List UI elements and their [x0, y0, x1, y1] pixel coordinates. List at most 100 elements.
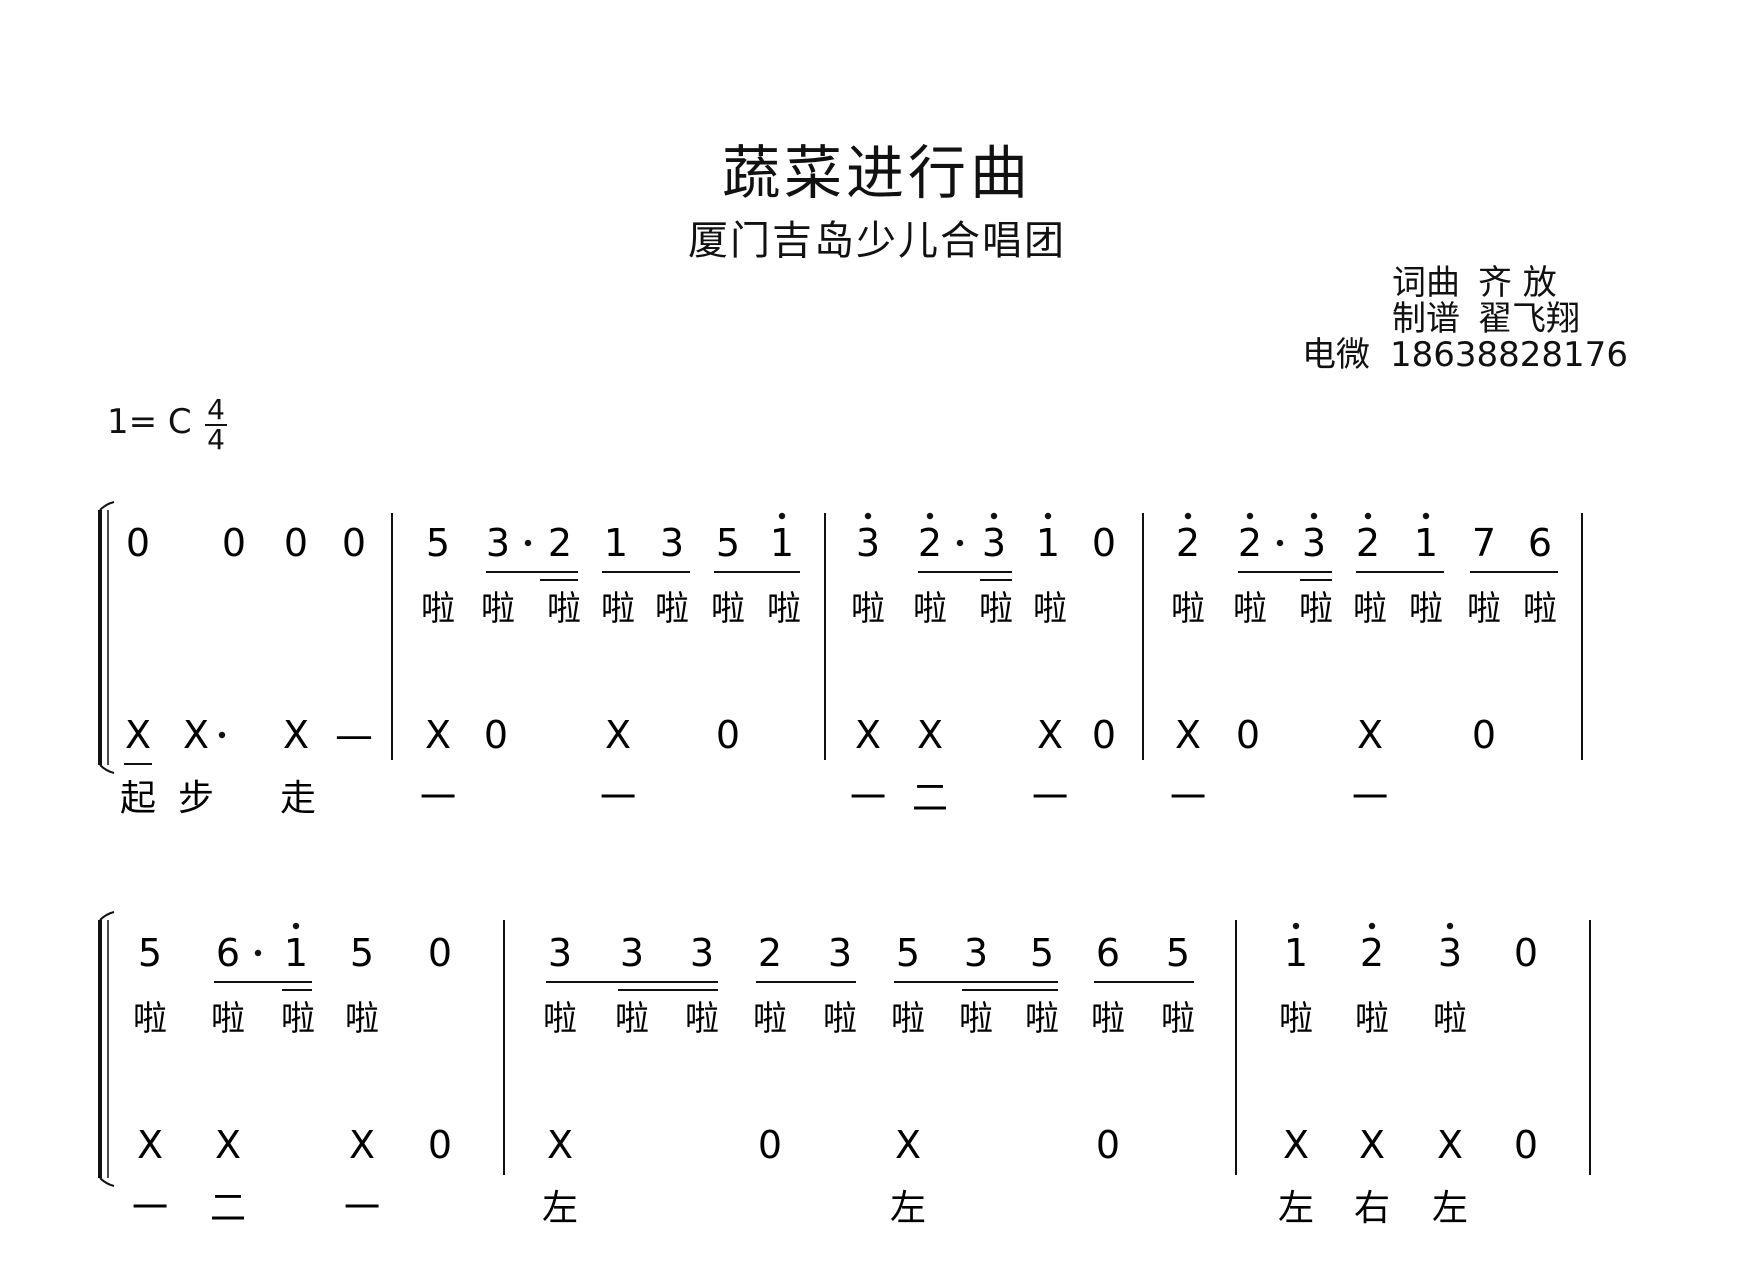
system-1-augmentation-dot — [956, 539, 964, 547]
system-2-lyric: 啦 — [685, 999, 719, 1039]
system-1-lyric: 啦 — [655, 589, 689, 629]
system-2-lyric: 啦 — [753, 999, 787, 1039]
system-1-rhythm-beat: X — [1175, 713, 1201, 757]
system-2-step-word: 右 — [1354, 1188, 1390, 1229]
system-1-melody-note: 3 — [1302, 521, 1326, 565]
system-1-lyric: 啦 — [481, 589, 515, 629]
system-2-lyric: 啦 — [1161, 999, 1195, 1039]
system-1-melody-note: 6 — [1528, 521, 1552, 565]
system-2-melody-note: 5 — [350, 931, 374, 975]
system-2-step-word: 二 — [210, 1188, 246, 1229]
time-signature-bottom: 4 — [207, 423, 225, 456]
system-1-melody-note: 1 — [770, 521, 794, 565]
system-2-melody-note: 5 — [896, 931, 920, 975]
system-1-lyric: 啦 — [1233, 589, 1267, 629]
system-2-rhythm-beat: 0 — [758, 1123, 782, 1167]
system-2-lyric: 啦 — [133, 999, 167, 1039]
credit-composer-label: 词曲 — [1392, 263, 1460, 303]
system-2-step-word: 左 — [1432, 1188, 1468, 1229]
system-2-rhythm-beat: X — [895, 1123, 921, 1167]
system-2-lyric: 啦 — [1091, 999, 1125, 1039]
system-2-lyric: 啦 — [891, 999, 925, 1039]
system-1-augmentation-dot — [524, 539, 532, 547]
system-2-rhythm-beat: X — [1359, 1123, 1385, 1167]
system-2-lyric: 啦 — [615, 999, 649, 1039]
system-1-step-word: 走 — [280, 778, 316, 819]
system-2-lyric: 啦 — [1433, 999, 1467, 1039]
system-2-melody-note: 1 — [284, 931, 308, 975]
system-1-step-word: 一 — [850, 778, 886, 819]
system-2-melody-note: 3 — [828, 931, 852, 975]
system-1-step-word: 一 — [1170, 778, 1206, 819]
system-2-step-word: 左 — [1278, 1188, 1314, 1229]
time-signature-line — [205, 424, 227, 426]
system-1-augmentation-dot — [1276, 539, 1284, 547]
system-1-lyric: 啦 — [547, 589, 581, 629]
system-1-rhythm-beat: X — [1357, 713, 1383, 757]
system-1-lyric: 啦 — [1171, 589, 1205, 629]
system-1-octave-dot — [778, 512, 786, 520]
system-1-octave-dot — [1310, 512, 1318, 520]
system-2-octave-dot — [1292, 922, 1300, 930]
system-1-lyric: 啦 — [1353, 589, 1387, 629]
system-1-octave-dot — [1044, 512, 1052, 520]
system-1-octave-dot — [1246, 512, 1254, 520]
system-2-melody-note: 3 — [690, 931, 714, 975]
system-2-melody-note: 1 — [1284, 931, 1308, 975]
system-1-lyric: 啦 — [601, 589, 635, 629]
system-2-melody-note: 0 — [428, 931, 452, 975]
system-2-lyric: 啦 — [1355, 999, 1389, 1039]
system-1-melody-note: 1 — [1414, 521, 1438, 565]
system-1-step-word: 一 — [1032, 778, 1068, 819]
song-subtitle: 厦门吉岛少儿合唱团 — [688, 218, 1066, 264]
system-1-rhythm-beat: 0 — [1472, 713, 1496, 757]
system-1-octave-dot — [1184, 512, 1192, 520]
system-1-melody-note: 2 — [918, 521, 942, 565]
system-1-melody-note: 3 — [856, 521, 880, 565]
system-1-lyric: 啦 — [1409, 589, 1443, 629]
system-1-step-word: 一 — [600, 778, 636, 819]
song-title: 蔬菜进行曲 — [721, 139, 1032, 207]
system-2-rhythm-beat: X — [215, 1123, 241, 1167]
system-1-lyric: 啦 — [979, 589, 1013, 629]
system-1-lyric: 啦 — [711, 589, 745, 629]
system-1-lyric: 啦 — [1033, 589, 1067, 629]
system-1-melody-note: 0 — [342, 521, 366, 565]
system-2-octave-dot — [1368, 922, 1376, 930]
system-2-rhythm-beat: 0 — [1514, 1123, 1538, 1167]
system-2-melody-note: 2 — [758, 931, 782, 975]
system-1-melody-note: 1 — [1036, 521, 1060, 565]
system-1-octave-dot — [926, 512, 934, 520]
system-2-step-word: 左 — [542, 1188, 578, 1229]
system-2-step-word: 一 — [344, 1188, 380, 1229]
system-1-rhythm-beat: X — [125, 713, 151, 757]
system-1-melody-note: 3 — [660, 521, 684, 565]
system-1-octave-dot — [990, 512, 998, 520]
credit-contact-label: 电微 — [1302, 335, 1370, 375]
system-1-rhythm-beat: X — [183, 713, 209, 757]
system-1-step-word: 起 — [120, 778, 156, 819]
system-1-step-word: 一 — [1352, 778, 1388, 819]
system-2-lyric: 啦 — [823, 999, 857, 1039]
system-1-rhythm-dot — [218, 731, 226, 739]
system-1-melody-note: 7 — [1472, 521, 1496, 565]
credit-composer-name: 齐 放 — [1478, 263, 1557, 303]
time-signature-top: 4 — [207, 393, 225, 426]
system-2-bracket-bottom-hook — [99, 1177, 115, 1187]
system-1-melody-note: 0 — [1092, 521, 1116, 565]
system-2-rhythm-beat: X — [1283, 1123, 1309, 1167]
key-signature: 1= C — [107, 402, 192, 442]
system-1-melody-note: 2 — [1356, 521, 1380, 565]
system-1-rhythm-beat: 0 — [1092, 713, 1116, 757]
system-1-melody-note: 2 — [1238, 521, 1262, 565]
system-1-melody-note: 2 — [1176, 521, 1200, 565]
system-2-rhythm-beat: X — [137, 1123, 163, 1167]
system-1-melody-note: 2 — [548, 521, 572, 565]
system-2-melody-note: 5 — [138, 931, 162, 975]
system-1-rhythm-beat: — — [335, 713, 373, 757]
system-2-rhythm-beat: 0 — [1096, 1123, 1120, 1167]
credit-arranger-name: 翟飞翔 — [1478, 299, 1580, 339]
system-2-melody-note: 5 — [1166, 931, 1190, 975]
system-2-rhythm-beat: X — [1437, 1123, 1463, 1167]
system-1-octave-dot — [1422, 512, 1430, 520]
